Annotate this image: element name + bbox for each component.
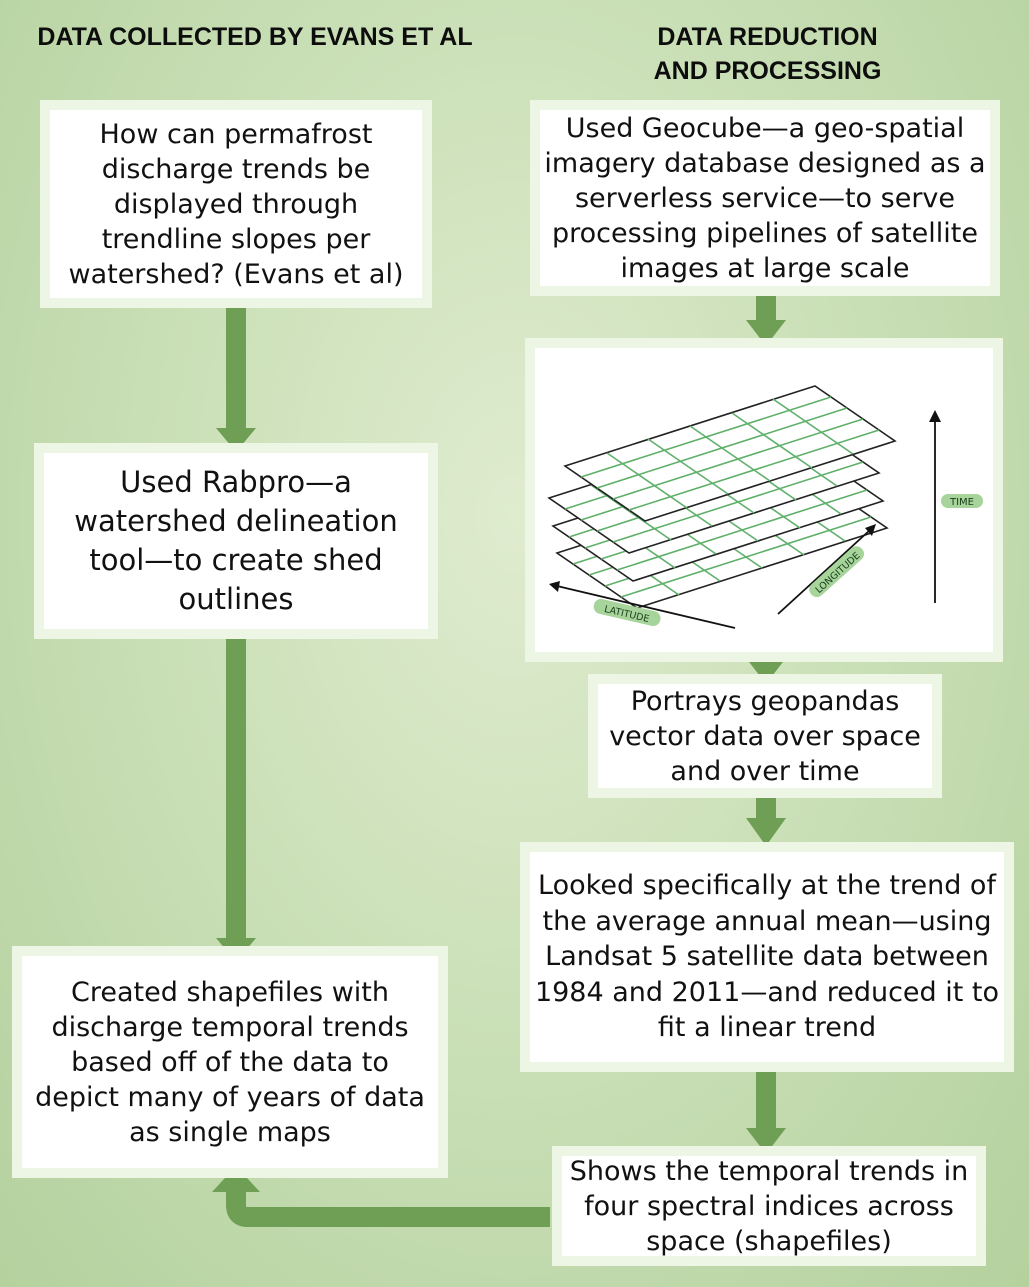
rabpro-box: Used Rabpro—a watershed delineation tool… [34, 443, 438, 639]
arrow-spectral-to-shapefiles [226, 1190, 550, 1227]
time-label-pill [941, 494, 983, 508]
time-label: TIME [949, 497, 974, 508]
latitude-label-pill [593, 598, 661, 627]
shapefiles-text: Created shapefiles with discharge tempor… [35, 976, 425, 1148]
question-box: How can permafrost discharge trends be d… [40, 100, 432, 308]
shapefiles-box: Created shapefiles with discharge tempor… [12, 946, 448, 1178]
arrow-geopandas-to-landsat-head [746, 818, 786, 846]
spectral-box: Shows the temporal trends in four spectr… [552, 1146, 986, 1266]
arrow-question-to-rabpro-head [216, 428, 256, 452]
arrow-rabpro-to-shapefiles [226, 630, 246, 942]
landsat-box: Looked specifically at the trend of the … [520, 842, 1014, 1072]
geocube-illustration: TIME LONGITUDE LATITUDE [548, 385, 983, 629]
arrow-spectral-to-shapefiles-head [212, 1166, 260, 1192]
arrow-geocube-to-cube [756, 292, 776, 322]
longitude-axis-arrowhead [865, 524, 876, 536]
longitude-label-pill [809, 546, 865, 598]
longitude-label: LONGITUDE [814, 550, 863, 595]
left-column-heading: DATA COLLECTED BY EVANS ET AL [37, 23, 473, 51]
geocube-text: Used Geocube—a geo-spatial imagery datab… [544, 112, 986, 284]
longitude-axis [777, 529, 871, 615]
geocube-box: Used Geocube—a geo-spatial imagery datab… [530, 100, 1000, 296]
geopandas-box: Portrays geopandas vector data over spac… [588, 674, 942, 798]
latitude-axis-arrowhead [549, 581, 560, 592]
latitude-axis [556, 585, 736, 629]
arrow-landsat-to-spectral [756, 1068, 776, 1130]
geocube-diagram-box: TIME LONGITUDE LATITUDE [525, 338, 1003, 662]
arrow-cube-to-geopandas-head [746, 658, 786, 684]
rabpro-text: Used Rabpro—a watershed delineation tool… [74, 465, 398, 616]
spectral-text: Shows the temporal trends in four spectr… [569, 1155, 969, 1257]
arrow-question-to-rabpro [226, 300, 246, 430]
landsat-text: Looked specifically at the trend of the … [534, 870, 1000, 1044]
geopandas-text: Portrays geopandas vector data over spac… [609, 685, 921, 787]
arrow-landsat-to-spectral-head [746, 1128, 786, 1154]
arrow-geocube-to-cube-head [746, 320, 786, 346]
right-column-heading: DATA REDUCTION AND PROCESSING [653, 23, 882, 85]
time-axis-arrowhead [929, 410, 941, 422]
question-text: How can permafrost discharge trends be d… [68, 118, 404, 290]
